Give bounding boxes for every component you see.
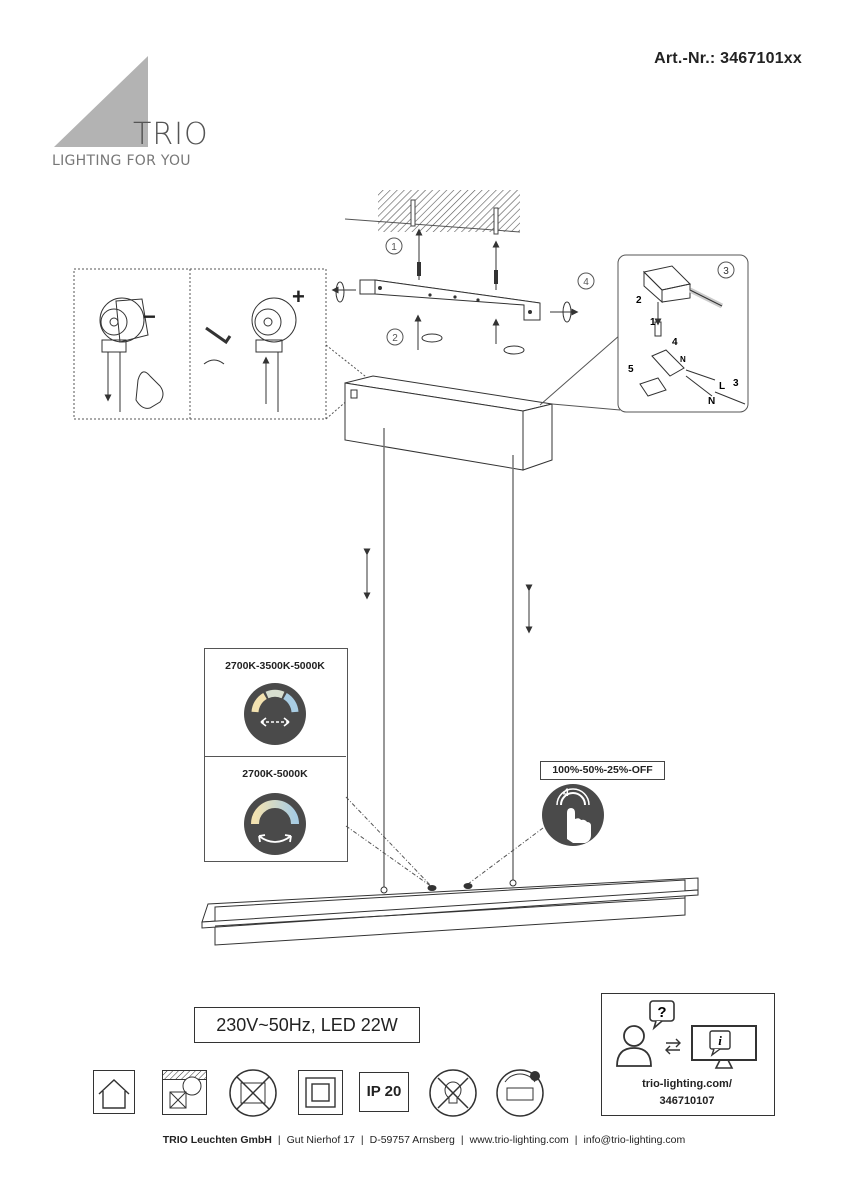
step-2-marker [386, 328, 404, 346]
svg-text:?: ? [657, 1004, 666, 1021]
customer-support-icon: ? i [616, 1000, 757, 1069]
footer-city: D-59757 Arnsberg [369, 1134, 455, 1146]
not-for-flammable-ceiling-icon [162, 1070, 207, 1115]
color-temperature-panel [204, 648, 348, 862]
terminal-neutral-label: N [680, 355, 686, 364]
step-4-marker [577, 272, 595, 290]
wiring-step-1: 1 [650, 317, 656, 328]
dimming-levels-label: 100%-50%-25%-OFF [540, 761, 665, 780]
driver-replaceable-icon [496, 1069, 544, 1117]
step-1-marker [385, 237, 403, 255]
screw-icon [415, 228, 500, 290]
pendant-luminaire [201, 877, 699, 946]
product-info-panel [601, 993, 775, 1116]
electrical-specs: 230V~50Hz, LED 22W [194, 1007, 420, 1043]
wire-neutral-label: N [708, 396, 715, 407]
no-insulation-cover-icon [229, 1069, 277, 1117]
ceiling-icon [344, 190, 521, 235]
ceiling-canopy [344, 375, 553, 471]
step-2-number: 2 [392, 333, 398, 344]
footer: TRIO Leuchten GmbH|Gut Nierhof 17|D-5975… [162, 1134, 686, 1146]
height-adjust-detail-panel [73, 268, 327, 420]
plus-sign: + [292, 284, 305, 309]
ip-rating-icon: IP 20 [359, 1072, 409, 1112]
assembly-diagram: 1 4 2 − [73, 190, 749, 946]
info-url-line-1[interactable]: trio-lighting.com/ [642, 1078, 732, 1090]
protection-class-2-icon [298, 1070, 343, 1115]
minus-sign: − [143, 304, 156, 329]
brand-name: TRIO [133, 117, 209, 152]
cct-option-1-label: 2700K-3500K-5000K [225, 660, 325, 672]
trio-logo-triangle-icon [54, 56, 148, 147]
step-3-number: 3 [723, 266, 729, 277]
wiring-step-2: 2 [636, 295, 642, 306]
step-4-number: 4 [583, 277, 589, 288]
brand-tagline: LIGHTING FOR YOU [52, 153, 191, 169]
cable-gripper-tighten [203, 297, 297, 412]
info-url-line-2[interactable]: 346710107 [659, 1095, 715, 1107]
footer-website[interactable]: www.trio-lighting.com [469, 1134, 569, 1146]
indoor-use-icon [93, 1070, 135, 1114]
wiring-detail-panel [617, 254, 749, 413]
cable-gripper-release [99, 297, 164, 412]
footer-email[interactable]: info@trio-lighting.com [583, 1134, 686, 1146]
footer-address: Gut Nierhof 17 [286, 1134, 355, 1146]
cct-step-switch-icon [244, 683, 306, 745]
article-number: Art.-Nr.: 3467101xx [654, 50, 802, 67]
touch-count: 4 [563, 787, 570, 799]
step-1-number: 1 [391, 242, 397, 253]
rotate-arrow-icon [335, 281, 345, 303]
touch-dimmer-icon [542, 784, 604, 846]
footer-company: TRIO Leuchten GmbH [162, 1134, 272, 1146]
cct-option-2-label: 2700K-5000K [242, 768, 308, 780]
ip-rating-text: IP 20 [366, 1083, 402, 1100]
mounting-bracket [359, 279, 541, 321]
svg-text:i: i [718, 1033, 722, 1048]
wire-live-label: L [719, 381, 725, 392]
cct-stepless-switch-icon [244, 793, 306, 855]
step-3-marker [717, 261, 735, 279]
led-not-replaceable-icon [429, 1069, 477, 1117]
terminal-block-icon [639, 265, 746, 405]
wiring-step-5: 5 [628, 364, 634, 375]
cct-option-1 [204, 648, 346, 757]
wiring-step-4: 4 [672, 337, 678, 348]
wiring-step-3: 3 [733, 378, 739, 389]
